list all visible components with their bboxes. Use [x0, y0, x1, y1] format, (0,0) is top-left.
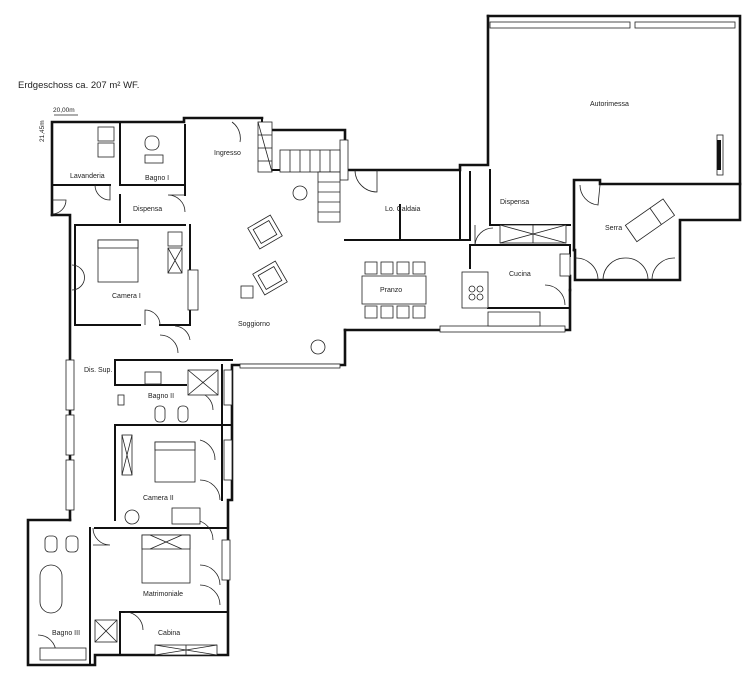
room-label-dis-sup: Dis. Sup.: [84, 367, 112, 374]
room-label-lavanderia: Lavanderia: [70, 173, 105, 180]
plan-title: Erdgeschoss ca. 207 m² WF.: [18, 80, 139, 91]
room-label-soggiorno: Soggiorno: [238, 321, 270, 328]
room-label-bagno-1: Bagno I: [145, 175, 169, 182]
furniture: [39, 121, 721, 661]
room-label-matrimoniale: Matrimoniale: [143, 591, 183, 598]
exterior-walls: [26, 14, 742, 667]
interior-walls: [51, 117, 571, 666]
room-label-ingresso: Ingresso: [214, 150, 241, 157]
doors: [37, 121, 676, 654]
room-label-cabina: Cabina: [158, 630, 180, 637]
room-label-cucina: Cucina: [509, 271, 531, 278]
room-label-camera-2: Camera II: [143, 495, 174, 502]
room-label-lo-caldaia: Lo. Caldaia: [385, 206, 421, 213]
room-label-autorimessa: Autorimessa: [590, 101, 629, 108]
room-label-bagno-2: Bagno II: [148, 393, 174, 400]
width-dimension: 20,00m: [53, 107, 75, 114]
room-label-pranzo: Pranzo: [380, 287, 402, 294]
room-label-dispensa-1: Dispensa: [133, 206, 162, 213]
room-labels: Lavanderia Bagno I Dispensa Ingresso Cam…: [52, 101, 629, 637]
room-label-dispensa-2: Dispensa: [500, 199, 529, 206]
height-dimension: 21,45m: [39, 120, 46, 142]
room-label-camera-1: Camera I: [112, 293, 141, 300]
room-label-bagno-3: Bagno III: [52, 630, 80, 637]
staircase: [279, 149, 341, 223]
room-label-serra: Serra: [605, 225, 622, 232]
